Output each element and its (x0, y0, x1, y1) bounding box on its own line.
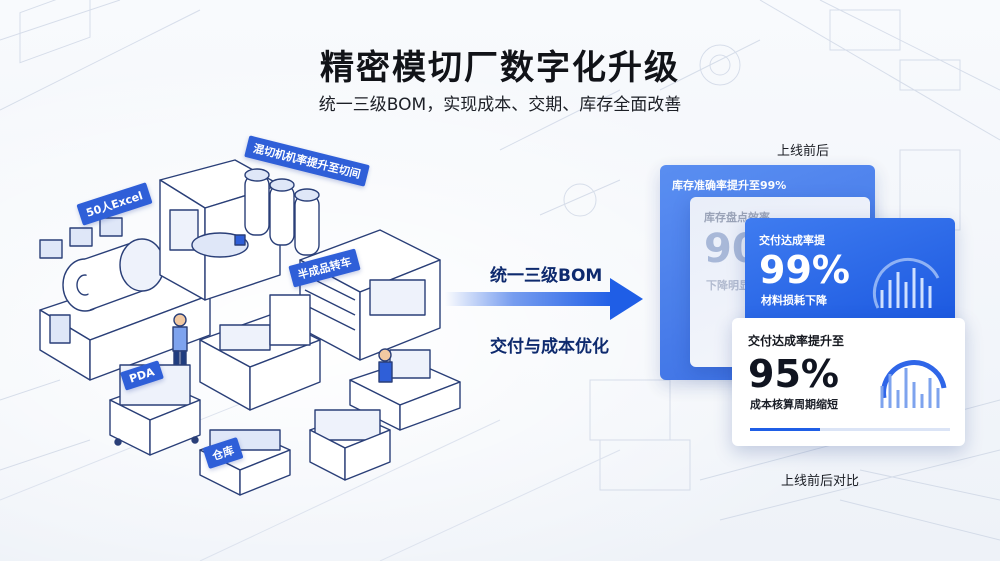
arrow-bottom-label: 交付与成本优化 (490, 337, 609, 357)
metric-card-delivery-95: 交付达成率提升至 95% 成本核算周期缩短 (732, 318, 965, 446)
progress-track (750, 428, 950, 431)
metric-card-delivery-99: 交付达成率提 99% 材料损耗下降 (745, 218, 955, 328)
film-rolls (244, 168, 320, 256)
press-machine (299, 229, 441, 361)
card-value: 95% (748, 352, 839, 396)
card-label: 库存准确率提升至99% (672, 179, 787, 192)
page-title: 精密模切厂数字化升级 (320, 48, 680, 88)
card-sub: 材料损耗下降 (761, 294, 827, 307)
progress-fill (750, 428, 820, 431)
donut-bar-icon (880, 360, 947, 408)
transition-arrow (445, 240, 645, 360)
factory-illustration (39, 159, 461, 496)
box-stack-cart (309, 409, 391, 481)
doc-icons (39, 217, 123, 259)
bar-gauge-icon (872, 257, 940, 309)
die-cut-machine (199, 294, 321, 411)
inspection-table (349, 348, 461, 431)
card-label: 交付达成率提升至 (748, 334, 845, 348)
caption-bottom: 上线前后对比 (781, 474, 860, 489)
worker-1 (172, 313, 188, 370)
card-value: 99% (759, 248, 850, 292)
arrow-icon (445, 278, 643, 320)
card-label: 交付达成率提 (759, 234, 825, 247)
card-sub: 下降明显 (706, 279, 750, 292)
arrow-top-label: 统一三级BOM (490, 266, 603, 286)
page-subtitle: 统一三级BOM，实现成本、交期、库存全面改善 (318, 95, 682, 115)
caption-top: 上线前后 (777, 144, 830, 159)
card-sub: 成本核算周期缩短 (750, 398, 838, 411)
